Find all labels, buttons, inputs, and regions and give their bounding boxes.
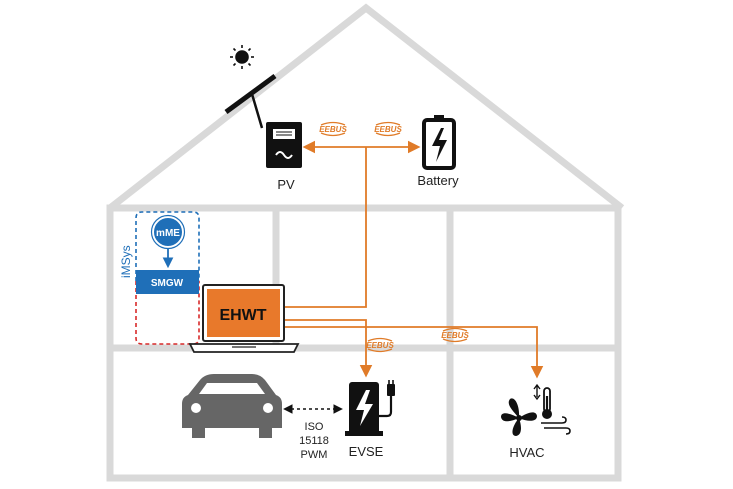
- ehwt-label: EHWT: [219, 307, 266, 324]
- connection-lines: [285, 140, 544, 379]
- eebus-badge: EEBUS: [441, 327, 469, 343]
- battery-icon: [422, 115, 456, 170]
- ehwt-hvac-link: [285, 326, 544, 379]
- charging-station-icon: [345, 380, 395, 436]
- eebus-badge: EEBUS: [319, 121, 347, 137]
- protocol-iso: ISO: [305, 421, 324, 433]
- evse-label: EVSE: [349, 444, 384, 459]
- svg-text:EEBUS: EEBUS: [319, 125, 347, 134]
- solar-panel-icon: [224, 73, 277, 129]
- inverter-icon: [266, 122, 302, 168]
- imsys-label: iMSys: [119, 245, 133, 278]
- pv-label: PV: [277, 177, 295, 192]
- laptop-icon: [188, 284, 300, 353]
- protocol-pwm: PWM: [301, 449, 328, 461]
- svg-text:EEBUS: EEBUS: [366, 341, 394, 350]
- airflow-icon: [541, 416, 571, 435]
- eebus-badge: EEBUS: [374, 121, 402, 137]
- mme-label: mME: [156, 228, 180, 239]
- car-icon: [182, 374, 282, 438]
- battery-label: Battery: [417, 173, 459, 188]
- svg-text:EEBUS: EEBUS: [374, 125, 402, 134]
- smgw-label: SMGW: [151, 278, 184, 289]
- protocol-15118: 15118: [299, 435, 329, 447]
- fan-icon: [501, 398, 537, 436]
- sun-icon: [230, 45, 254, 69]
- imsys-group: iMSys mME SMGW: [119, 211, 200, 345]
- ehwt-house-link: [285, 147, 367, 308]
- smgw-box: [136, 270, 199, 294]
- thermometer-icon: [533, 383, 552, 419]
- ehwt-evse-link: [285, 319, 373, 378]
- eebus-badge: EEBUS: [366, 337, 394, 353]
- svg-text:EEBUS: EEBUS: [441, 331, 469, 340]
- mme-meter: [152, 216, 184, 248]
- hvac-label: HVAC: [509, 445, 544, 460]
